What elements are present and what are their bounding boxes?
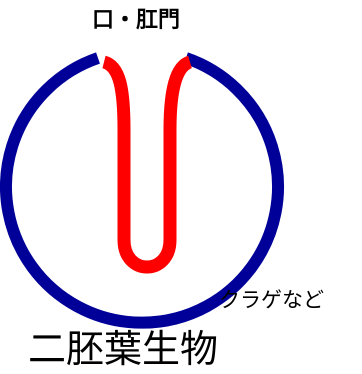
endoderm-gut (101, 55, 193, 274)
mouth-anus-label: 口・肛門 (92, 8, 181, 33)
caption-label: 二胚葉生物 (28, 327, 219, 371)
ectoderm-ring (0, 52, 284, 329)
example-label: クラゲなど (219, 288, 324, 312)
